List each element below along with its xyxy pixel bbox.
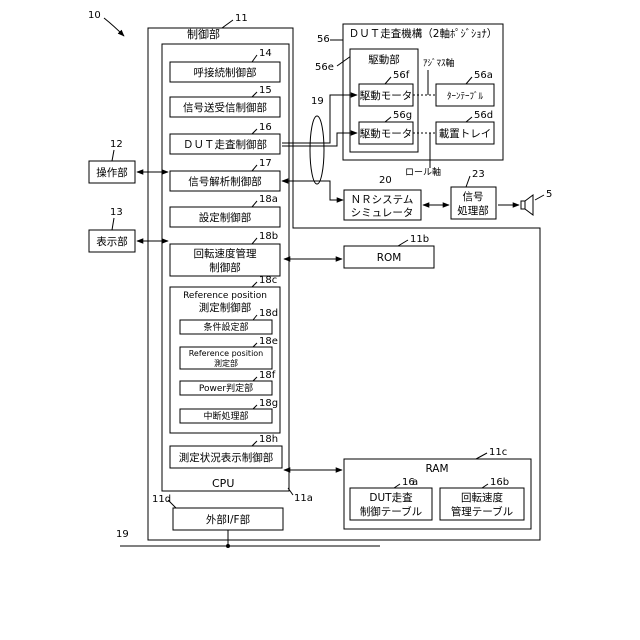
display-unit-label: 表示部: [96, 235, 128, 248]
analysis-to-nr-sim: [282, 181, 343, 200]
tray-label: 載置トレイ: [439, 128, 492, 140]
operation-ref: 12: [110, 139, 123, 150]
speaker-ref: 5: [546, 189, 552, 200]
rom-leader: [398, 240, 408, 246]
display-leader: [112, 218, 114, 230]
ext-if-ref: 11d: [152, 494, 171, 505]
refpos-control-label-2: 測定制御部: [199, 301, 252, 314]
refpos-control-label-1: Reference position: [183, 291, 267, 301]
scanner-label: ＤＵＴ走査機構（2軸ﾎﾟｼﾞｼｮﾅ）: [349, 27, 497, 40]
ram-ref: 11c: [489, 447, 507, 458]
rotation-control-label-1: 回転速度管理: [194, 247, 257, 260]
rotation-table-label-2: 管理テーブル: [451, 505, 513, 518]
condition-setting-label: 条件設定部: [203, 321, 248, 333]
power-ref: 18f: [259, 370, 276, 381]
interrupt-process-label: 中断処理部: [203, 410, 248, 422]
cable-bundle-ellipse: [310, 116, 324, 184]
interrupt-ref: 18g: [259, 398, 278, 409]
rotation-ref: 18b: [259, 231, 278, 242]
setting-control-label: 設定制御部: [199, 211, 252, 224]
nr-sim-ref: 20: [379, 175, 392, 186]
dut-scan-control-label: ＤＵＴ走査制御部: [183, 138, 267, 151]
roll-axis-label: ロール軸: [405, 166, 441, 178]
rotation-table-label-1: 回転速度: [461, 491, 503, 504]
refpos-measure-label-1: Reference position: [189, 349, 264, 358]
rom-label: ROM: [377, 252, 402, 264]
cpu-ref: 11a: [294, 493, 313, 504]
call-ref: 14: [259, 48, 272, 59]
motor2-label: 駆動モータ: [360, 127, 413, 140]
rom-ref: 11b: [410, 234, 429, 245]
call-control-label: 呼接続制御部: [194, 66, 257, 79]
nr-simulator-label-2: シミュレータ: [351, 207, 414, 219]
operation-leader: [112, 150, 114, 161]
rotation-control-label-2: 制御部: [209, 261, 241, 274]
control-unit-ref: 11: [235, 13, 248, 24]
motor1-ref: 56f: [393, 70, 410, 81]
signal-proc-leader: [466, 176, 470, 187]
signal-processor-label-2: 処理部: [457, 204, 489, 217]
signal-processor-label-1: 信号: [463, 191, 484, 203]
cpu-label: CPU: [212, 477, 234, 490]
nr-simulator-label-1: ＮＲシステム: [351, 194, 414, 206]
refpos-measure-label-2: 測定部: [214, 358, 238, 368]
dut-scan-table-label-2: 制御テーブル: [360, 505, 422, 518]
external-if-label: 外部I/F部: [206, 513, 250, 526]
signal-analysis-ref: 17: [259, 158, 272, 169]
control-unit-leader: [222, 20, 233, 28]
bus-ref: 19: [116, 529, 129, 540]
drive-ref: 56e: [315, 62, 334, 73]
ram-table1-ref-a: a: [412, 477, 418, 488]
dut-scan-ref: 16: [259, 122, 272, 133]
azimuth-axis-label: ｱｼﾞﾏｽ軸: [423, 57, 455, 69]
signal-txrx-label: 信号送受信制御部: [183, 101, 267, 114]
motor1-label: 駆動モータ: [360, 89, 413, 102]
operation-unit-label: 操作部: [96, 166, 128, 179]
turntable-ref: 56a: [474, 70, 493, 81]
speaker-leader: [535, 195, 544, 200]
power-judge-label: Power判定部: [199, 382, 253, 394]
status-display-label: 測定状況表示制御部: [179, 451, 274, 464]
refpos-measure-ref: 18e: [259, 336, 278, 347]
status-display-ref: 18h: [259, 434, 278, 445]
condition-ref: 18d: [259, 308, 278, 319]
scanner-ref: 56: [317, 34, 330, 45]
refpos-ref: 18c: [259, 275, 277, 286]
cable-ref: 19: [311, 96, 324, 107]
turntable-label: ﾀｰﾝﾃｰﾌﾞﾙ: [447, 91, 484, 102]
system-ref: 10: [88, 10, 101, 21]
signal-txrx-ref: 15: [259, 85, 272, 96]
dut-scan-table-label-1: DUT走査: [369, 491, 413, 504]
drive-unit-label: 駆動部: [368, 53, 400, 66]
speaker-icon: [521, 195, 533, 215]
control-unit-title: 制御部: [187, 27, 220, 41]
signal-proc-ref: 23: [472, 169, 485, 180]
tray-ref: 56d: [474, 110, 493, 121]
system-ref-arrow: [104, 18, 124, 36]
display-ref: 13: [110, 207, 123, 218]
ram-label: RAM: [425, 463, 448, 475]
motor2-ref: 56g: [393, 110, 412, 121]
ram-leader: [476, 453, 487, 459]
setting-ref: 18a: [259, 194, 278, 205]
signal-analysis-label: 信号解析制御部: [188, 175, 262, 188]
ram-table2-ref: 16b: [490, 477, 509, 488]
